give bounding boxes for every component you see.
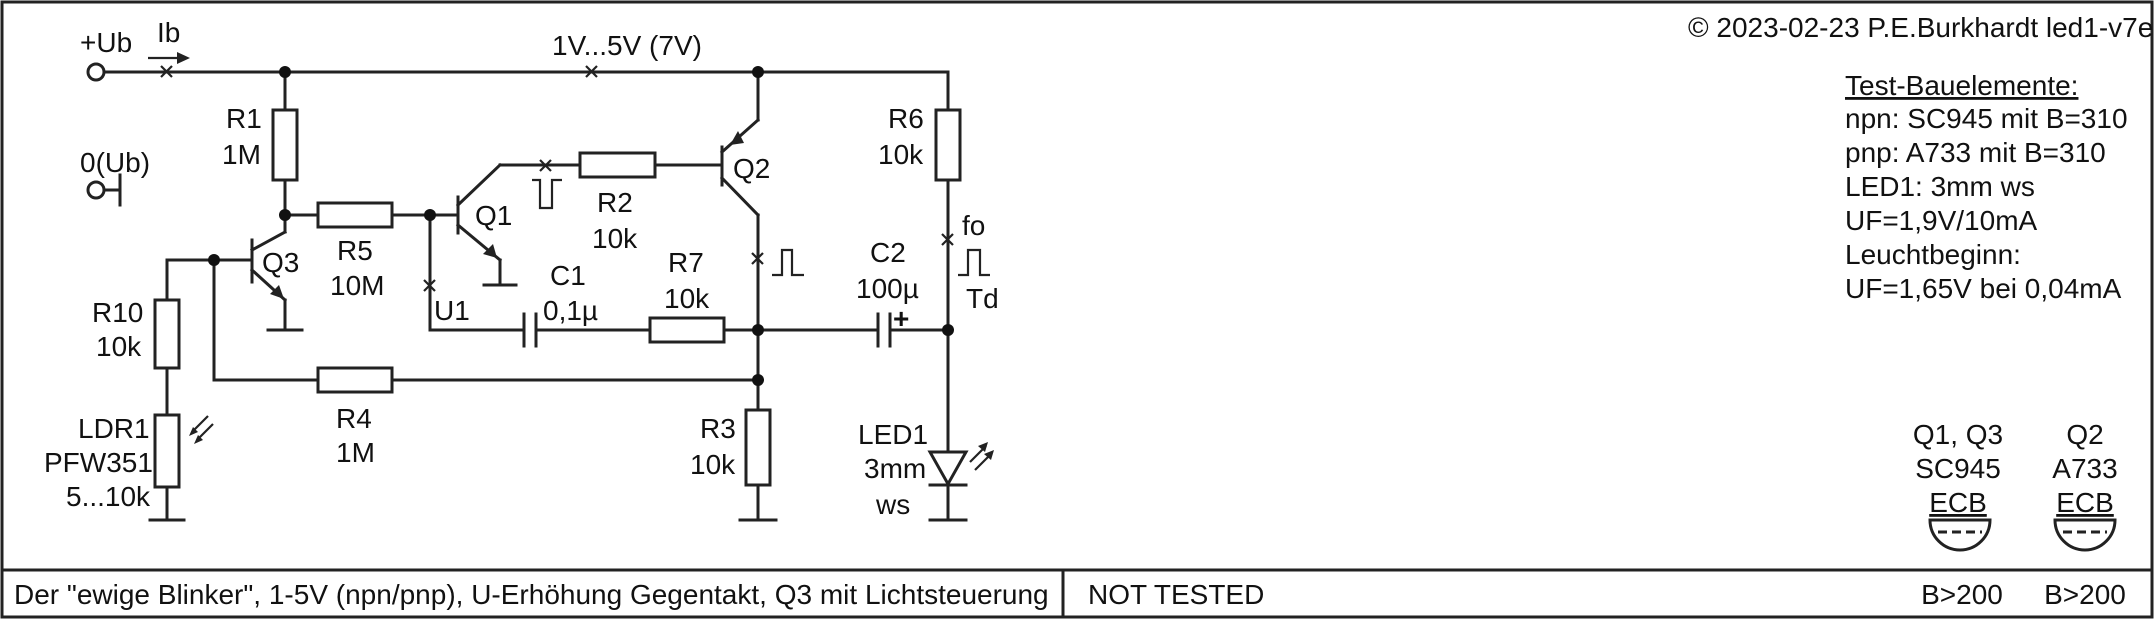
junction-dots	[208, 66, 954, 386]
plus-ub-terminal	[86, 62, 106, 82]
r7-name: R7	[668, 247, 704, 278]
r1-name: R1	[226, 103, 262, 134]
r4-body	[316, 366, 394, 394]
pulse-symbols	[532, 178, 990, 277]
c1-name: C1	[550, 260, 586, 291]
notes-line-4: UF=1,9V/10mA	[1845, 205, 2038, 236]
r7-value: 10k	[664, 283, 710, 314]
test-points	[160, 65, 954, 292]
fo-label: fo	[962, 210, 985, 241]
copyright-label: © 2023-02-23 P.E.Burkhardt led1-v7e	[1688, 12, 2153, 43]
ground-label: 0(Ub)	[80, 147, 150, 178]
c2-polarity: +	[893, 303, 909, 334]
notes-line-2: pnp: A733 mit B=310	[1845, 137, 2106, 168]
notes-line-1: npn: SC945 mit B=310	[1845, 103, 2128, 134]
r6-value: 10k	[878, 139, 924, 170]
q3-label: Q3	[262, 247, 299, 278]
supply-plus-label: +Ub	[80, 27, 132, 58]
notes-line-3: LED1: 3mm ws	[1845, 171, 2035, 202]
pinout-q1-q3-pins: ECB	[1929, 487, 1987, 518]
r5-name: R5	[337, 235, 373, 266]
r5-body	[316, 201, 394, 229]
led-size: 3mm	[864, 453, 926, 484]
r6-name: R6	[888, 103, 924, 134]
ldr-body	[153, 413, 181, 489]
pinout-q1-q3-symbol	[1928, 518, 1992, 552]
c2-value: 100µ	[856, 273, 919, 304]
pinout-q2-symbol	[2053, 518, 2117, 552]
ground-terminal	[86, 180, 106, 200]
r2-body	[578, 151, 657, 179]
wires	[98, 52, 968, 522]
r10-value: 10k	[96, 331, 142, 362]
ldr-name: LDR1	[78, 413, 150, 444]
r4-value: 1M	[336, 437, 375, 468]
ldr-light-arrows	[189, 415, 214, 444]
pinout-q2-type: A733	[2052, 453, 2117, 484]
led-color: ws	[875, 489, 910, 520]
footer-description: Der "ewige Blinker", 1-5V (npn/pnp), U-E…	[14, 579, 1049, 610]
td-label: Td	[966, 283, 999, 314]
ldr-type: PFW351	[44, 447, 153, 478]
voltage-range-label: 1V...5V (7V)	[552, 30, 702, 61]
r1-value: 1M	[222, 139, 261, 170]
r2-name: R2	[597, 187, 633, 218]
r7-body	[648, 316, 726, 344]
r5-value: 10M	[330, 270, 384, 301]
r4-name: R4	[336, 403, 372, 434]
pinout-q2-name: Q2	[2066, 419, 2103, 450]
c1-value: 0,1µ	[543, 295, 598, 326]
supply-current-label: Ib	[157, 17, 180, 48]
r3-name: R3	[700, 413, 736, 444]
r6-body	[934, 108, 962, 182]
led-symbol	[927, 442, 994, 488]
c2-name: C2	[870, 237, 906, 268]
capacitors	[522, 312, 892, 348]
pinout-q1-q3-name: Q1, Q3	[1913, 419, 2003, 450]
r1-body	[271, 108, 299, 182]
r2-value: 10k	[592, 223, 638, 254]
notes-title: Test-Bauelemente:	[1845, 70, 2078, 101]
pinout-q2-gain: B>200	[2044, 579, 2126, 610]
pinout-q1-q3-gain: B>200	[1921, 579, 2003, 610]
footer-status: NOT TESTED	[1088, 579, 1264, 610]
pinout-q1-q3-type: SC945	[1915, 453, 2001, 484]
resistors	[153, 108, 962, 489]
q2-label: Q2	[733, 153, 770, 184]
pinout-q2-pins: ECB	[2056, 487, 2114, 518]
r3-body	[744, 408, 772, 487]
notes-line-6: UF=1,65V bei 0,04mA	[1845, 273, 2122, 304]
led-name: LED1	[858, 419, 928, 450]
r10-name: R10	[92, 297, 143, 328]
r3-value: 10k	[690, 449, 736, 480]
q1-label: Q1	[475, 200, 512, 231]
u1-label: U1	[434, 295, 470, 326]
ldr-value: 5...10k	[66, 481, 151, 512]
notes-line-5: Leuchtbeginn:	[1845, 239, 2021, 270]
r10-body	[153, 298, 181, 370]
